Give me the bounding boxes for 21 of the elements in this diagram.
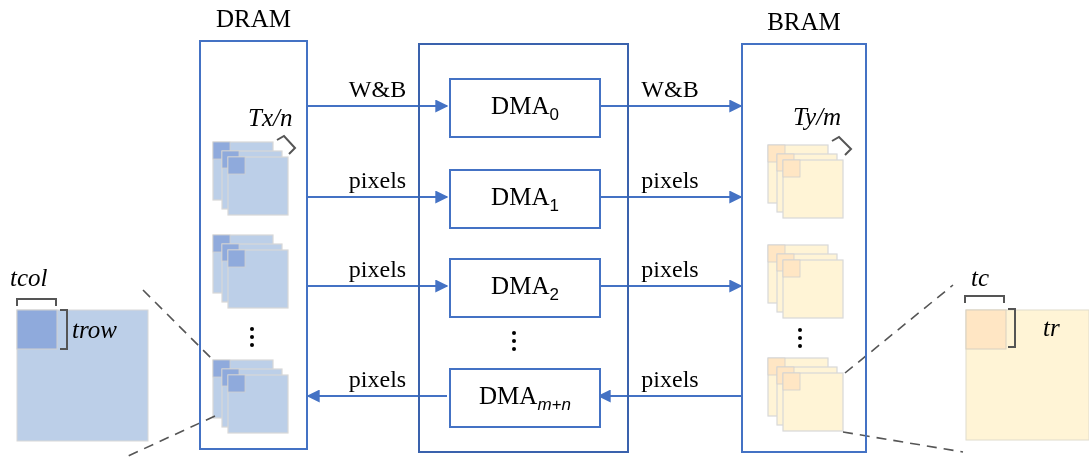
arrow	[307, 190, 449, 204]
process-box	[449, 258, 601, 318]
dimension-label: tr	[1043, 315, 1060, 340]
tile-size-label: Ty/m	[793, 104, 842, 129]
process-box	[449, 368, 601, 428]
block-title: DRAM	[216, 6, 291, 31]
process-box	[449, 78, 601, 138]
block-title: BRAM	[767, 9, 841, 34]
arrow	[306, 389, 448, 403]
dimension-label: tc	[971, 265, 990, 290]
tile-size-label: Tx/n	[248, 105, 293, 130]
process-box	[449, 169, 601, 229]
box-label: DMA$_{1}$	[491, 184, 559, 214]
dimension-label: trow	[72, 317, 117, 342]
arrow	[307, 99, 449, 113]
box-label: DMA$_{2}$	[491, 273, 559, 303]
dimension-label: tcol	[10, 265, 48, 290]
box-label: DMA$_{m+n}$	[479, 383, 571, 413]
box-label: DMA$_{0}$	[491, 93, 559, 123]
container-box	[418, 43, 629, 453]
arrow	[307, 279, 449, 293]
